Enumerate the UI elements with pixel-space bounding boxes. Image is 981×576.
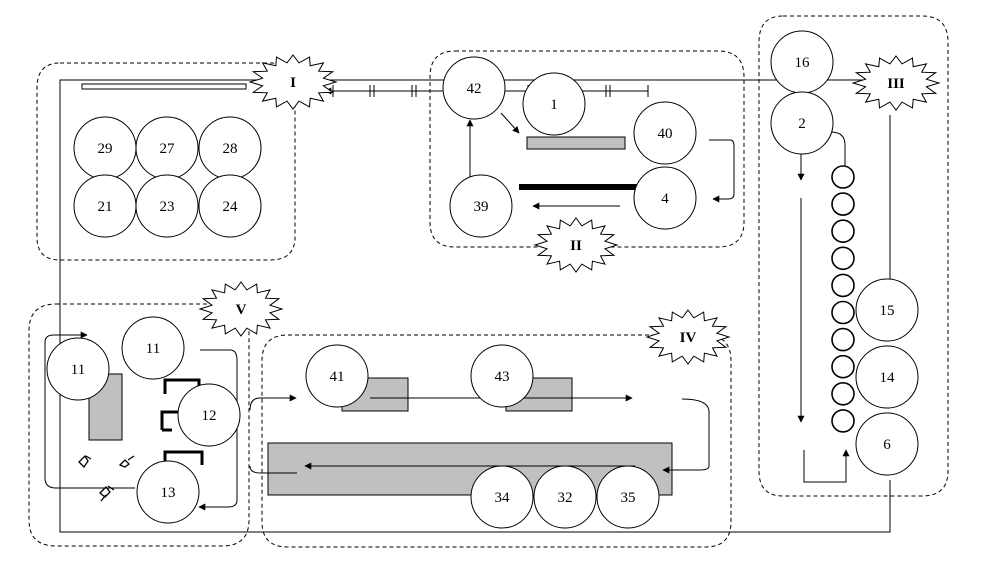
arrow-40-to-4: [709, 139, 735, 203]
zone-label-IV: IV: [645, 309, 731, 365]
node-42-circle: [442, 56, 506, 120]
node-16-label: 16: [795, 55, 811, 71]
zone-II-boundary: [429, 50, 745, 248]
zone-label-I: I: [248, 54, 338, 110]
zone-V-boundary: [28, 303, 250, 547]
node-24-circle: [198, 174, 262, 238]
zone-V-right-flow: [198, 349, 238, 511]
zone-label-V-text: V: [236, 302, 247, 318]
zone-III-boundary: [758, 15, 949, 497]
node-2-label: 2: [798, 116, 806, 132]
node-13-circle: [136, 460, 200, 524]
arrow-table-out: [249, 465, 297, 474]
zone-label-V: V: [198, 281, 284, 337]
chain-link: [831, 409, 855, 433]
arrow-42-to-table: [500, 112, 520, 134]
chain-link: [831, 219, 855, 243]
starburst-III-shape: [851, 55, 941, 111]
node-14-label: 14: [880, 370, 896, 386]
node-27-label: 27: [160, 141, 176, 157]
chain-conveyor: [831, 165, 855, 433]
node-35-circle: [596, 465, 660, 529]
zone-label-III: III: [851, 55, 941, 111]
node-40-circle: [633, 101, 697, 165]
node-34-circle: [470, 465, 534, 529]
zone-V-loop: [44, 331, 135, 489]
node-15-label: 15: [880, 303, 895, 319]
node-40-label: 40: [658, 126, 673, 142]
chain-link: [831, 165, 855, 189]
starburst-IV-shape: [645, 309, 731, 365]
zone-II-grey-table: [526, 136, 626, 150]
node-12-circle: [177, 383, 241, 447]
node-11-top-label: 11: [146, 341, 160, 357]
node-11-left-circle: [46, 337, 110, 401]
chain-link: [831, 327, 855, 352]
node-6-label: 6: [883, 437, 891, 453]
node-43-circle: [470, 344, 534, 408]
node-39-label: 39: [474, 199, 489, 215]
chain-link: [831, 192, 855, 216]
node-28-label: 28: [223, 141, 238, 157]
arrow-up-to-chain: [803, 449, 850, 483]
node-2-circle: [770, 91, 834, 155]
node-11-left-label: 11: [71, 362, 85, 378]
node-11-top-circle: [121, 316, 185, 380]
zone-label-III-text: III: [887, 76, 905, 92]
node-39-circle: [449, 174, 513, 238]
node-4-circle: [633, 166, 697, 230]
node-41-circle: [305, 344, 369, 408]
node-21-label: 21: [98, 199, 113, 215]
node-15-circle: [855, 278, 919, 342]
node-23-label: 23: [160, 199, 175, 215]
chain-link: [831, 246, 855, 271]
node-29-label: 29: [98, 141, 113, 157]
node-6-circle: [855, 412, 919, 476]
zone-I-machines: 29 27 28 21 23 24: [73, 116, 262, 238]
zone-III-flow-line: [830, 131, 846, 170]
node-1-label: 1: [550, 97, 558, 113]
node-41-label: 41: [330, 369, 345, 385]
starburst-II-shape: [533, 217, 619, 273]
node-32-circle: [533, 465, 597, 529]
node-12-label: 12: [202, 408, 217, 424]
arrow-into-IV: [249, 394, 297, 411]
storage-bar: [81, 83, 247, 90]
node-35-label: 35: [621, 490, 636, 506]
arrow-right-down: [662, 398, 710, 474]
starburst-V-shape: [198, 281, 284, 337]
node-32-label: 32: [558, 490, 573, 506]
zone-label-IV-text: IV: [680, 330, 697, 346]
chain-link: [831, 273, 855, 298]
chain-link: [831, 381, 855, 406]
node-23-circle: [135, 174, 199, 238]
chain-link: [831, 300, 855, 325]
node-1-circle: [522, 72, 586, 136]
node-24-label: 24: [223, 199, 239, 215]
node-4-label: 4: [661, 191, 669, 207]
zone-label-I-text: I: [290, 75, 296, 91]
zone-IV-boundary: [261, 334, 732, 548]
node-42-label: 42: [467, 81, 482, 97]
zone-label-II-text: II: [570, 238, 582, 254]
node-14-circle: [855, 345, 919, 409]
node-34-label: 34: [495, 490, 511, 506]
zone-label-II: II: [533, 217, 619, 273]
starburst-I-shape: [248, 54, 338, 110]
node-43-label: 43: [495, 369, 510, 385]
node-13-label: 13: [161, 485, 176, 501]
chain-link: [831, 354, 855, 379]
operator-figures-icon: [78, 454, 135, 502]
zone-II-black-bar: [519, 184, 637, 190]
zone-I-boundary: [36, 62, 296, 261]
